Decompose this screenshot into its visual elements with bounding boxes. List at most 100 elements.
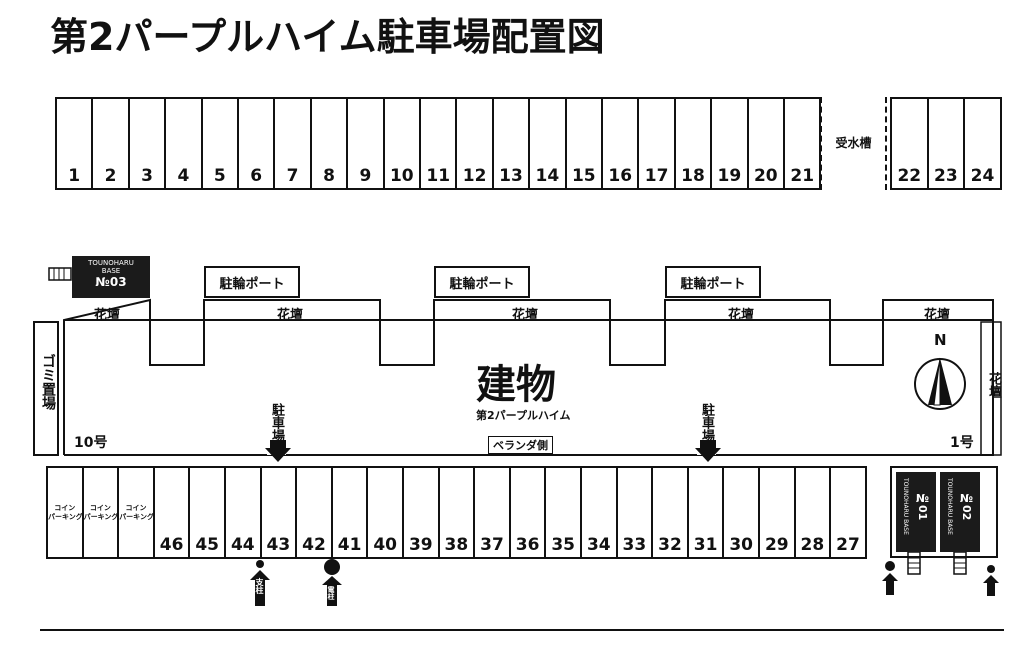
base-02-no: №02 xyxy=(960,492,973,521)
stairs-icon-02 xyxy=(953,552,967,575)
unit-1-label: 1号 xyxy=(950,435,974,451)
parking-space-number: 46 xyxy=(159,535,184,555)
parking-space-number: 24 xyxy=(970,166,995,186)
parking-space-number: 5 xyxy=(213,166,226,186)
stairs-icon-03 xyxy=(48,267,72,281)
flower-bed-6: 花壇 xyxy=(986,372,1001,398)
parking-space: 11 xyxy=(419,97,458,190)
parking-space-number: 30 xyxy=(729,535,754,555)
unit-10-label: 10号 xyxy=(74,435,108,451)
parking-space: 33 xyxy=(615,466,654,559)
stairs-icon-01 xyxy=(907,552,921,575)
parking-space-number: 43 xyxy=(266,535,291,555)
power-pole-label: 電柱 xyxy=(327,586,335,600)
pole-marker-right-1 xyxy=(882,561,898,595)
flower-bed-4: 花壇 xyxy=(728,308,755,323)
parking-space: 7 xyxy=(273,97,312,190)
parking-space: 22 xyxy=(890,97,929,190)
parking-space: 43 xyxy=(259,466,298,559)
parking-space-number: 31 xyxy=(693,535,718,555)
parking-space: 19 xyxy=(710,97,749,190)
flower-bed-5: 花壇 xyxy=(924,308,951,323)
parking-space-number: 34 xyxy=(586,535,611,555)
parking-space-number: 14 xyxy=(535,166,560,186)
parking-space-number: 11 xyxy=(426,166,451,186)
parking-space-number: 42 xyxy=(302,535,326,555)
parking-space-number: 23 xyxy=(934,166,958,186)
pole-marker-right-2 xyxy=(983,565,999,596)
parking-space-number: 13 xyxy=(499,166,523,186)
parking-space: 31 xyxy=(686,466,725,559)
parking-space: 42 xyxy=(295,466,333,559)
parking-space-number: 20 xyxy=(753,166,778,186)
parking-space-number: 19 xyxy=(717,166,742,186)
coin-parking-label: コイン パーキング xyxy=(48,504,83,521)
parking-space-number: 28 xyxy=(800,535,825,555)
parking-space: 3 xyxy=(127,97,167,190)
parking-space-number: 22 xyxy=(897,166,922,186)
parking-space-number: 21 xyxy=(790,166,815,186)
base-01: TOUNOHARU BASE №01 xyxy=(896,472,936,552)
parking-space: 37 xyxy=(473,466,511,559)
parking-space-number: 37 xyxy=(480,535,504,555)
parking-space-number: 38 xyxy=(444,535,469,555)
parking-space-number: 12 xyxy=(462,166,487,186)
parking-space-number: 6 xyxy=(250,166,263,186)
parking-space: 45 xyxy=(188,466,226,559)
parking-space-number: 35 xyxy=(551,535,576,555)
parking-space-number: 45 xyxy=(195,535,220,555)
parking-space-number: 32 xyxy=(658,535,682,555)
bike-port-2: 駐輪ポート xyxy=(434,266,530,298)
parking-space: 13 xyxy=(491,97,531,190)
base-03: TOUNOHARU BASE №03 xyxy=(72,256,150,298)
coin-parking-label: コイン パーキング xyxy=(119,504,154,521)
parking-space-number: 8 xyxy=(323,166,335,186)
parking-space: 40 xyxy=(366,466,404,559)
parking-space: 36 xyxy=(508,466,547,559)
parking-space-number: 33 xyxy=(622,535,647,555)
parking-space-number: 29 xyxy=(764,535,789,555)
parking-space-number: 27 xyxy=(836,535,860,555)
parking-space: 46 xyxy=(152,466,191,559)
flower-bed-2: 花壇 xyxy=(277,308,304,323)
parking-space-number: 1 xyxy=(68,166,81,186)
bike-port-3: 駐輪ポート xyxy=(665,266,761,298)
parking-space: 44 xyxy=(224,466,262,559)
parking-space-number: 15 xyxy=(571,166,596,186)
parking-space: 29 xyxy=(758,466,796,559)
water-tank-label: 受水槽 xyxy=(835,136,872,150)
power-pole-marker xyxy=(322,559,342,606)
parking-space-number: 3 xyxy=(141,166,153,186)
base-01-name: TOUNOHARU BASE xyxy=(902,478,909,535)
base-02-name: TOUNOHARU BASE xyxy=(946,478,953,535)
building-subtitle: 第2パープルハイム xyxy=(476,409,571,422)
flower-bed-3: 花壇 xyxy=(512,308,539,323)
parking-space-number: 44 xyxy=(230,535,255,555)
garbage-area: ゴミ置場 xyxy=(40,354,56,410)
page-title: 第2パープルハイム駐車場配置図 xyxy=(50,15,605,59)
parking-space-number: 9 xyxy=(359,166,372,186)
base-03-no: №03 xyxy=(95,275,127,289)
parking-space-number: 10 xyxy=(389,166,414,186)
base-01-no: №01 xyxy=(916,492,929,521)
parking-space: 10 xyxy=(382,97,421,190)
parking-space: 32 xyxy=(651,466,689,559)
coin-parking-space: コイン パーキング xyxy=(117,466,155,559)
parking-space: 30 xyxy=(722,466,760,559)
parking-space: 16 xyxy=(601,97,640,190)
parking-space: 21 xyxy=(783,97,822,190)
base-03-name: TOUNOHARU BASE xyxy=(88,259,134,275)
parking-space: 28 xyxy=(793,466,832,559)
water-tank xyxy=(820,97,887,190)
support-pole-marker xyxy=(250,560,270,606)
coin-parking-space: コイン パーキング xyxy=(46,466,84,559)
parking-space: 34 xyxy=(580,466,618,559)
parking-space-number: 39 xyxy=(408,535,433,555)
support-pole-label: 支柱 xyxy=(255,578,264,594)
parking-space-number: 18 xyxy=(681,166,705,186)
base-02: TOUNOHARU BASE №02 xyxy=(940,472,980,552)
parking-space-number: 17 xyxy=(644,166,669,186)
parking-space: 39 xyxy=(402,466,440,559)
parking-space: 35 xyxy=(544,466,582,559)
coin-parking-label: コイン パーキング xyxy=(83,504,119,521)
